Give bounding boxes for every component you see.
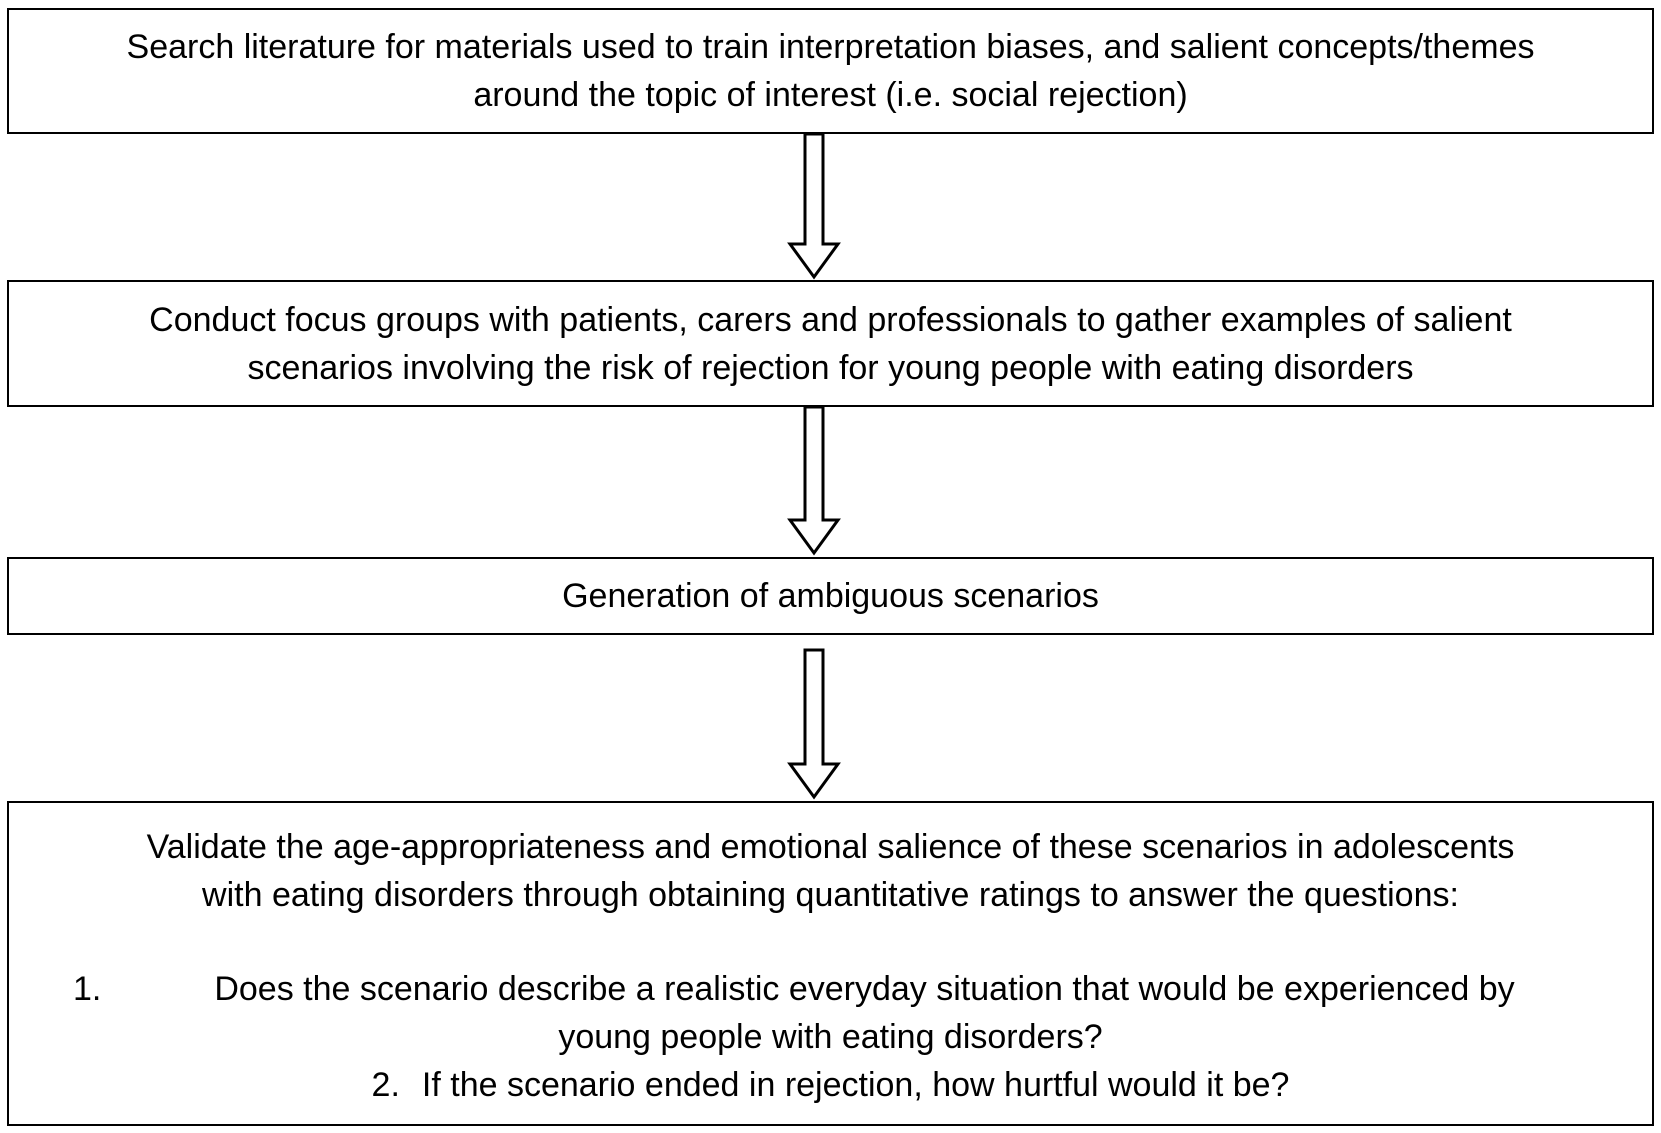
question-2-number: 2. — [371, 1065, 400, 1104]
step-2-text-line-1: Conduct focus groups with patients, care… — [149, 300, 1512, 339]
down-arrow-1-icon — [787, 132, 841, 280]
question-2-text: If the scenario ended in rejection, how … — [421, 1065, 1290, 1104]
step-4-text-line-2: with eating disorders through obtaining … — [202, 875, 1459, 914]
step-3-box: Generation of ambiguous scenarios — [7, 557, 1654, 635]
down-arrow-2-icon — [787, 405, 841, 556]
question-1-number: 1. — [73, 969, 102, 1008]
step-4-text-line-1: Validate the age-appropriateness and emo… — [146, 827, 1515, 866]
question-1-text-line-1: Does the scenario describe a realistic e… — [214, 969, 1515, 1008]
question-2: 2. If the scenario ended in rejection, ho… — [372, 1061, 1290, 1109]
step-1-text-line-1: Search literature for materials used to … — [126, 28, 1535, 66]
step-1-box: Search literature for materials used to … — [7, 8, 1654, 134]
step-2-text-line-2: scenarios involving the risk of rejectio… — [247, 348, 1414, 387]
step-2-box: Conduct focus groups with patients, care… — [7, 280, 1654, 407]
step-4-box: Validate the age-appropriateness and emo… — [7, 801, 1654, 1126]
down-arrow-3-icon — [787, 648, 841, 800]
question-1-text-line-2: young people with eating disorders? — [558, 1017, 1103, 1056]
step-3-text: Generation of ambiguous scenarios — [562, 577, 1099, 615]
step-1-text-line-2: around the topic of interest (i.e. socia… — [473, 76, 1188, 114]
question-1: 1. Does the scenario describe a realisti… — [9, 965, 1652, 1013]
